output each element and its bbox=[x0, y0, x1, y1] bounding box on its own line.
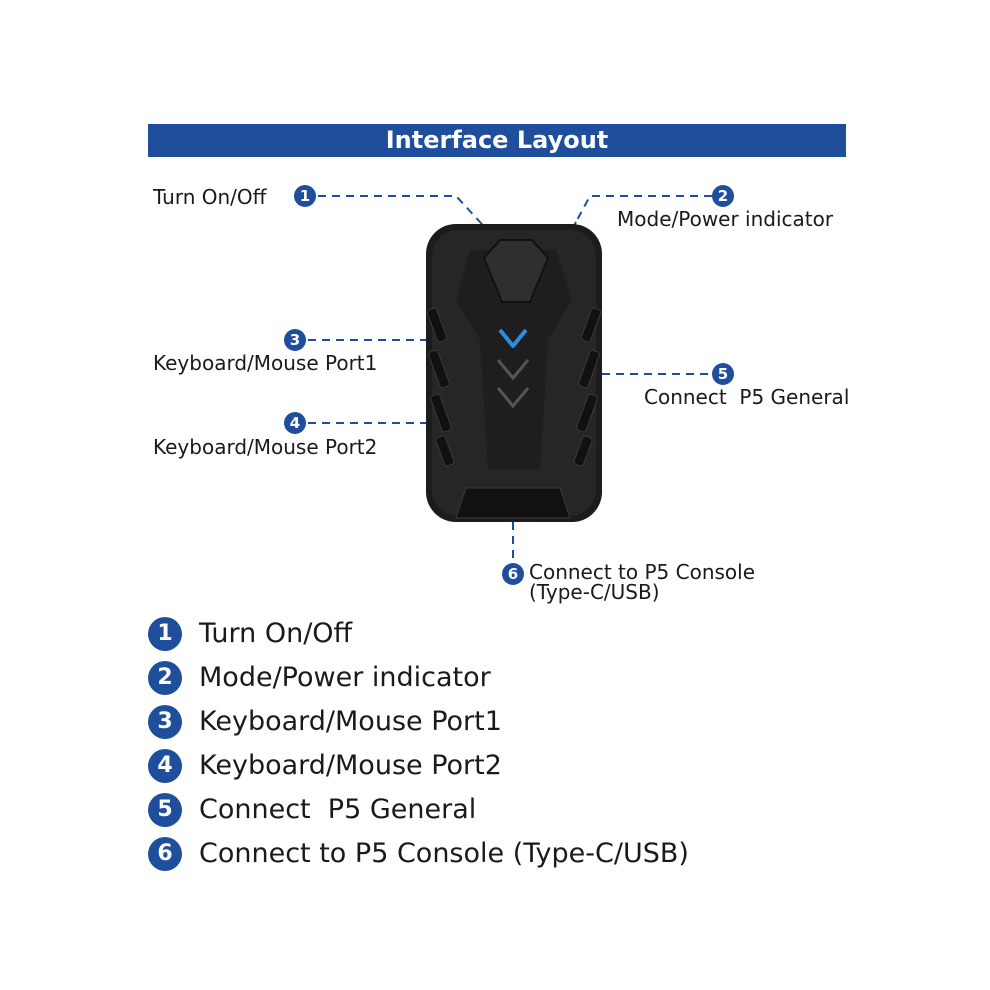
callout-badge-1: 1 bbox=[294, 185, 316, 207]
chevron-3 bbox=[496, 387, 530, 409]
device bbox=[426, 224, 602, 522]
device-center-panel bbox=[456, 250, 572, 470]
page-title: Interface Layout bbox=[385, 126, 609, 154]
callout-badge-3: 3 bbox=[284, 329, 306, 351]
leader-line-1 bbox=[318, 195, 481, 223]
legend-badge: 3 bbox=[148, 705, 182, 739]
right-vents bbox=[573, 307, 602, 467]
callout-label-6-line1: Connect to P5 Console bbox=[529, 560, 756, 584]
legend-badge: 1 bbox=[148, 617, 182, 651]
left-vents bbox=[426, 307, 455, 467]
callout-badge-5: 5 bbox=[712, 363, 734, 385]
chevron-2 bbox=[496, 359, 530, 381]
legend-text: Mode/Power indicator bbox=[199, 662, 491, 693]
header-bar: Interface Layout bbox=[148, 124, 846, 157]
callout-label-2: Mode/Power indicator bbox=[617, 207, 834, 231]
legend-badge: 2 bbox=[148, 661, 182, 695]
leader-line-2 bbox=[575, 195, 712, 223]
callout-badge-4: 4 bbox=[284, 412, 306, 434]
callout-badge-6: 6 bbox=[502, 563, 524, 585]
callout-label-4: Keyboard/Mouse Port2 bbox=[153, 435, 378, 459]
legend-text: Connect to P5 Console (Type-C/USB) bbox=[199, 838, 689, 869]
legend-text: Turn On/Off bbox=[199, 618, 353, 649]
leader-lines bbox=[308, 195, 712, 562]
mode-indicator-chevron bbox=[498, 328, 528, 348]
bottom-port bbox=[455, 487, 571, 519]
legend-text: Keyboard/Mouse Port2 bbox=[199, 750, 502, 781]
legend-text: Connect P5 General bbox=[199, 794, 477, 825]
callout-label-1: Turn On/Off bbox=[153, 185, 267, 209]
power-button-shape bbox=[482, 239, 550, 303]
legend-badge: 6 bbox=[148, 837, 182, 871]
callout-label-5: Connect P5 General bbox=[644, 385, 850, 409]
legend-badge: 4 bbox=[148, 749, 182, 783]
callout-badge-2: 2 bbox=[712, 185, 734, 207]
legend-text: Keyboard/Mouse Port1 bbox=[199, 706, 502, 737]
callout-label-3: Keyboard/Mouse Port1 bbox=[153, 351, 378, 375]
legend-badge: 5 bbox=[148, 793, 182, 827]
callout-label-6-line2: (Type-C/USB) bbox=[529, 580, 660, 604]
